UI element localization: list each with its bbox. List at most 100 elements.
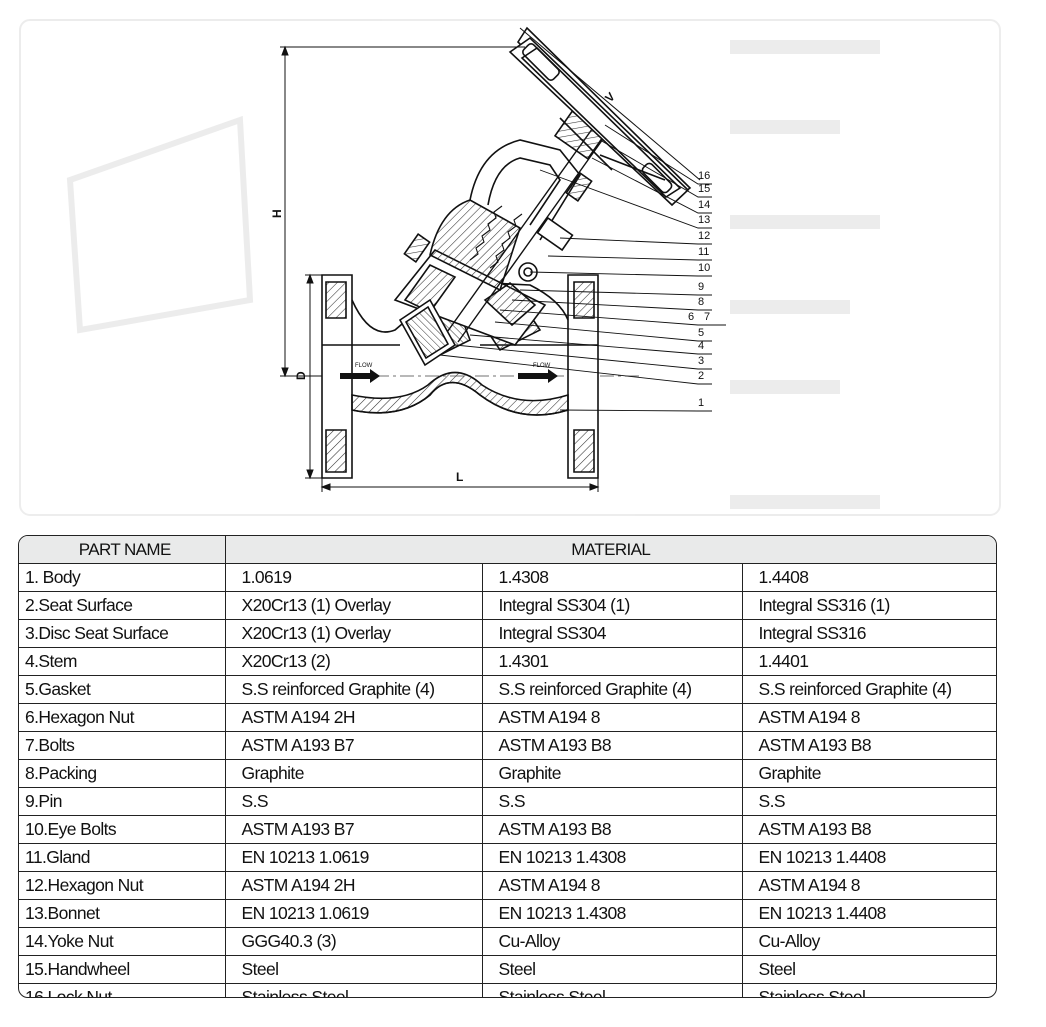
material-cell: 1.4308 (481, 563, 743, 592)
material-cell: Stainless Steel (224, 983, 483, 997)
part-name-cell: 12.Hexagon Nut (19, 871, 226, 900)
material-cell: ASTM A194 8 (481, 703, 743, 732)
callout-number: 10 (698, 262, 710, 274)
material-cell: S.S reinforced Graphite (4) (741, 675, 996, 704)
material-cell: Integral SS304 (481, 619, 743, 648)
callout-leader (511, 299, 712, 311)
material-cell: X20Cr13 (1) Overlay (224, 591, 483, 620)
material-cell: 1.0619 (224, 563, 483, 592)
material-cell: S.S reinforced Graphite (4) (481, 675, 743, 704)
callout-leader (599, 139, 712, 198)
callout-number: 8 (698, 296, 704, 308)
part-name-cell: 11.Gland (19, 843, 226, 872)
part-name-cell: 1. Body (19, 563, 226, 592)
material-cell: Steel (481, 955, 743, 984)
material-cell: S.S (741, 787, 996, 816)
material-cell: ASTM A194 8 (741, 871, 996, 900)
material-cell: ASTM A193 B8 (481, 815, 743, 844)
material-cell: EN 10213 1.4408 (741, 899, 996, 928)
material-cell: EN 10213 1.4308 (481, 843, 743, 872)
background-ghost (19, 19, 1001, 516)
part-name-cell: 6.Hexagon Nut (19, 703, 226, 732)
material-cell: Cu-Alloy (741, 927, 996, 956)
callout-number: 2 (698, 370, 704, 382)
header-material: MATERIAL (224, 536, 996, 564)
callout-leader (547, 255, 712, 261)
material-cell: EN 10213 1.4408 (741, 843, 996, 872)
callout-number: 12 (698, 230, 710, 242)
material-cell: ASTM A193 B7 (224, 815, 483, 844)
material-cell: S.S reinforced Graphite (4) (224, 675, 483, 704)
material-cell: ASTM A194 2H (224, 703, 483, 732)
callout-number: 3 (698, 355, 704, 367)
part-name-cell: 2.Seat Surface (19, 591, 226, 620)
material-cell: 1.4401 (741, 647, 996, 676)
dimension-label-l: L (456, 470, 463, 484)
material-cell: Graphite (481, 759, 743, 788)
material-cell: ASTM A193 B8 (741, 815, 996, 844)
part-name-cell: 3.Disc Seat Surface (19, 619, 226, 648)
callout-number: 15 (698, 183, 710, 195)
material-cell: Graphite (224, 759, 483, 788)
callout-number: 7 (704, 311, 710, 323)
material-cell: GGG40.3 (3) (224, 927, 483, 956)
material-cell: 1.4301 (481, 647, 743, 676)
callout-number: 4 (698, 340, 704, 352)
material-cell: Integral SS316 (1) (741, 591, 996, 620)
part-name-cell: 4.Stem (19, 647, 226, 676)
callout-leader (439, 354, 712, 385)
part-name-cell: 13.Bonnet (19, 899, 226, 928)
material-cell: ASTM A194 8 (481, 871, 743, 900)
material-cell: Integral SS316 (741, 619, 996, 648)
material-cell: S.S (224, 787, 483, 816)
callout-number: 14 (698, 199, 710, 211)
material-cell: Cu-Alloy (481, 927, 743, 956)
part-name-cell: 15.Handwheel (19, 955, 226, 984)
material-cell: ASTM A194 2H (224, 871, 483, 900)
callout-leader (469, 334, 712, 355)
part-name-cell: 9.Pin (19, 787, 226, 816)
part-name-cell: 7.Bolts (19, 731, 226, 760)
callout-leader (529, 271, 712, 277)
part-name-cell: 5.Gasket (19, 675, 226, 704)
callout-number: 6 (688, 311, 694, 323)
callout-number: 16 (698, 170, 710, 182)
callout-leader (454, 344, 712, 370)
dimension-lines (280, 27, 701, 492)
callout-leader (559, 237, 712, 245)
callout-number: 13 (698, 214, 710, 226)
dimension-label-h: H (270, 209, 284, 218)
material-cell: Stainless Steel (481, 983, 743, 997)
callout-number: 11 (698, 246, 709, 258)
callout-leader (539, 169, 712, 229)
part-name-cell: 16.Lock Nut (19, 983, 226, 997)
material-cell: ASTM A194 8 (741, 703, 996, 732)
material-cell: Stainless Steel (741, 983, 996, 997)
bonnet-assembly (393, 110, 609, 367)
material-cell: EN 10213 1.4308 (481, 899, 743, 928)
material-cell: ASTM A193 B8 (741, 731, 996, 760)
part-name-cell: 8.Packing (19, 759, 226, 788)
material-cell: Graphite (741, 759, 996, 788)
handwheel (508, 26, 692, 207)
header-part-name: PART NAME (19, 536, 226, 564)
flow-label: FLOW (355, 363, 373, 369)
material-cell: X20Cr13 (2) (224, 647, 483, 676)
callout-leader (519, 289, 712, 296)
material-cell: 1.4408 (741, 563, 996, 592)
callout-leader (559, 409, 712, 412)
material-cell: Steel (741, 955, 996, 984)
callout-leader (591, 157, 712, 214)
